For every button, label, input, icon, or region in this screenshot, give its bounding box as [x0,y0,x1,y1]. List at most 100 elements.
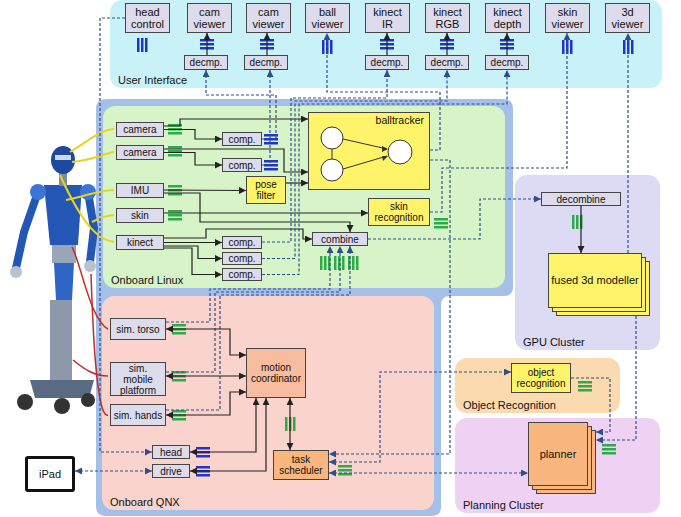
process-box: IMU [116,183,164,198]
connector [164,189,246,191]
region-fills [102,0,662,513]
box-label: decmp. [491,57,524,68]
process-box: comp. [222,132,262,146]
connector [368,199,541,239]
region-label: Planning Cluster [461,499,546,511]
region-label: User Interface [116,74,189,86]
box-label: comp. [228,160,255,171]
process-box: comp. [222,252,262,265]
region-label: GPU Cluster [521,336,587,348]
simulation-wires [72,247,108,415]
connector [166,392,246,415]
process-box: decmp. [365,55,409,70]
box-label: fused 3d modeller [551,274,638,286]
process-box: kinect [116,235,164,250]
box-label: comp. [228,253,255,264]
process-box: object recognition [511,363,571,393]
process-box: comp. [222,268,262,281]
connector [164,119,308,126]
box-label: drive [160,466,182,477]
region-fill [110,0,662,88]
connector [166,329,246,355]
region-label: Object Recognition [461,399,558,411]
process-box: decmp. [425,55,469,70]
connector [262,70,270,165]
box-label: skin recognition [371,201,427,223]
connector [164,149,308,172]
box-label: iPad [39,468,61,480]
box-label: kinect RGB [428,6,467,30]
process-box: sim. mobile platform [110,362,166,396]
connector [329,160,450,454]
connector [190,398,266,471]
process-box: balltracker [308,112,430,190]
connector [164,242,222,243]
process-box: motion coordinator [246,348,306,398]
region-fill [102,296,434,510]
box-label: cam viewer [249,6,288,30]
connector [206,70,276,139]
box-label: kinect depth [488,6,527,30]
box-label: decmp. [371,57,404,68]
box-label: task scheduler [276,454,326,476]
process-box: fused 3d modeller [548,253,642,308]
region-band: Object Recognition object recognition [455,358,620,413]
process-box: 3d viewer [605,3,650,33]
process-box: camera [116,122,164,137]
connector [166,246,330,322]
connector [164,130,222,140]
process-box: iPad [25,456,75,492]
process-box: decmp. [485,55,529,70]
connector [164,248,222,275]
connector [289,398,290,450]
region-fill [455,418,660,513]
box-label: comp. [228,237,255,248]
process-box: comp. [222,236,262,249]
connector [627,33,628,253]
box-label: decmp. [431,57,464,68]
region-band: Planning Cluster planner [455,418,660,513]
process-box: ball viewer [305,3,350,33]
box-label: IMU [131,185,149,196]
box-label: comp. [228,269,255,280]
connector [286,182,308,183]
box-label: 3d viewer [608,6,647,30]
region-fill [455,358,620,413]
connector [262,70,447,259]
connector [166,246,350,410]
region-band: User Interfacehead controlcam viewercam … [110,0,662,88]
process-box: comp. [222,158,262,172]
connector [206,33,207,55]
box-label: sim. torso [116,324,159,335]
connector [329,472,528,473]
box-label: skin [131,210,149,221]
box-label: head control [128,6,167,30]
connector [580,206,581,253]
process-box: kinect depth [485,3,530,33]
process-box: skin recognition [368,198,430,226]
box-label: object recognition [514,367,568,389]
process-box: decombine [541,192,621,206]
connector [506,33,507,55]
box-label: combine [321,234,359,245]
process-box: drive [152,464,190,478]
region-fill [515,175,660,350]
onboard-outline [96,99,513,516]
connector [262,70,507,275]
connector [329,372,511,462]
process-box: planner [528,422,588,486]
process-box: sim. torso [110,318,166,340]
process-box: head [152,445,190,459]
region-band: Onboard QNX sim. torso sim. mobile platfor… [102,296,434,510]
sensor-wires [60,129,114,242]
box-label: decmp. [250,57,283,68]
box-label: pose filter [249,179,283,201]
region-label: Onboard Linux [109,274,185,286]
process-box: cam viewer [246,3,291,33]
region-label: Onboard QNX [108,496,182,508]
box-label: comp. [228,134,255,145]
process-box: combine [312,232,368,246]
box-label: sim. mobile platform [113,363,163,396]
connector [190,398,256,452]
